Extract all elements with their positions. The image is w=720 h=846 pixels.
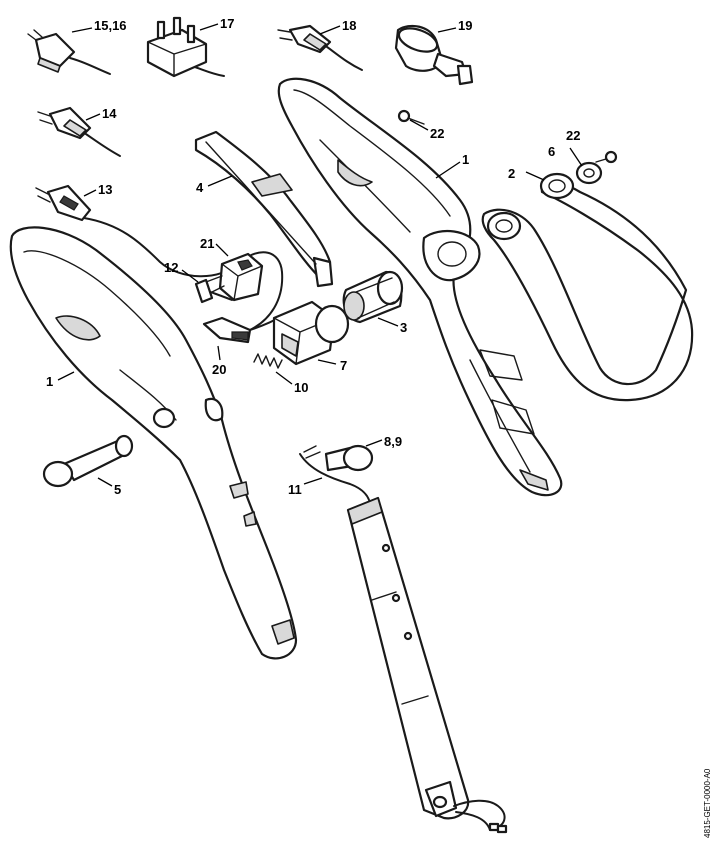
grommet-part-19 — [394, 24, 474, 86]
spring-part-10 — [253, 353, 283, 369]
label-21: 21 — [200, 236, 214, 251]
label-4: 4 — [196, 180, 204, 195]
label-18: 18 — [342, 18, 356, 33]
part-labels: 15,16 17 18 19 14 22 22 1 6 2 13 4 21 12… — [46, 16, 580, 497]
plug-part-18 — [277, 24, 363, 71]
label-7: 7 — [340, 358, 347, 373]
label-15-16: 15,16 — [94, 18, 127, 33]
label-22-upper: 22 — [430, 126, 444, 141]
label-5: 5 — [114, 482, 121, 497]
reference-code: 4815-GET-0000-A0 — [703, 768, 712, 838]
switch-housing-part-7 — [272, 300, 350, 366]
bail-handle-part-2 — [481, 172, 694, 402]
label-10: 10 — [294, 380, 308, 395]
shaft-tube — [346, 496, 508, 834]
label-3: 3 — [400, 320, 407, 335]
switch-part-21 — [205, 252, 264, 302]
handle-housing-part-1-right — [277, 77, 563, 497]
label-1-left: 1 — [46, 374, 53, 389]
handle-housing-part-1-left — [9, 226, 298, 660]
cylinder-part-3 — [342, 270, 404, 324]
plug-part-8-9 — [324, 444, 374, 472]
label-12: 12 — [164, 260, 178, 275]
label-20: 20 — [212, 362, 226, 377]
label-8-9: 8,9 — [384, 434, 402, 449]
screw-part-22-upper — [397, 109, 425, 125]
connector-part-12 — [194, 278, 233, 304]
cable-sleeve-part-20 — [202, 315, 283, 344]
label-22-right: 22 — [566, 128, 580, 143]
leader-lines — [57, 23, 583, 487]
pin-part-5 — [42, 434, 134, 488]
label-13: 13 — [98, 182, 112, 197]
label-6: 6 — [548, 144, 555, 159]
plug-part-15-16 — [27, 29, 111, 75]
label-11: 11 — [288, 482, 302, 497]
plug-part-17 — [146, 16, 225, 78]
label-2: 2 — [508, 166, 515, 181]
washer-part-6 — [575, 161, 603, 185]
label-19: 19 — [458, 18, 472, 33]
plug-part-14 — [37, 106, 121, 157]
screw-part-22-right — [595, 150, 618, 164]
label-1-right: 1 — [462, 152, 469, 167]
trigger-lever-part-4 — [194, 130, 334, 288]
label-14: 14 — [102, 106, 117, 121]
label-17: 17 — [220, 16, 234, 31]
